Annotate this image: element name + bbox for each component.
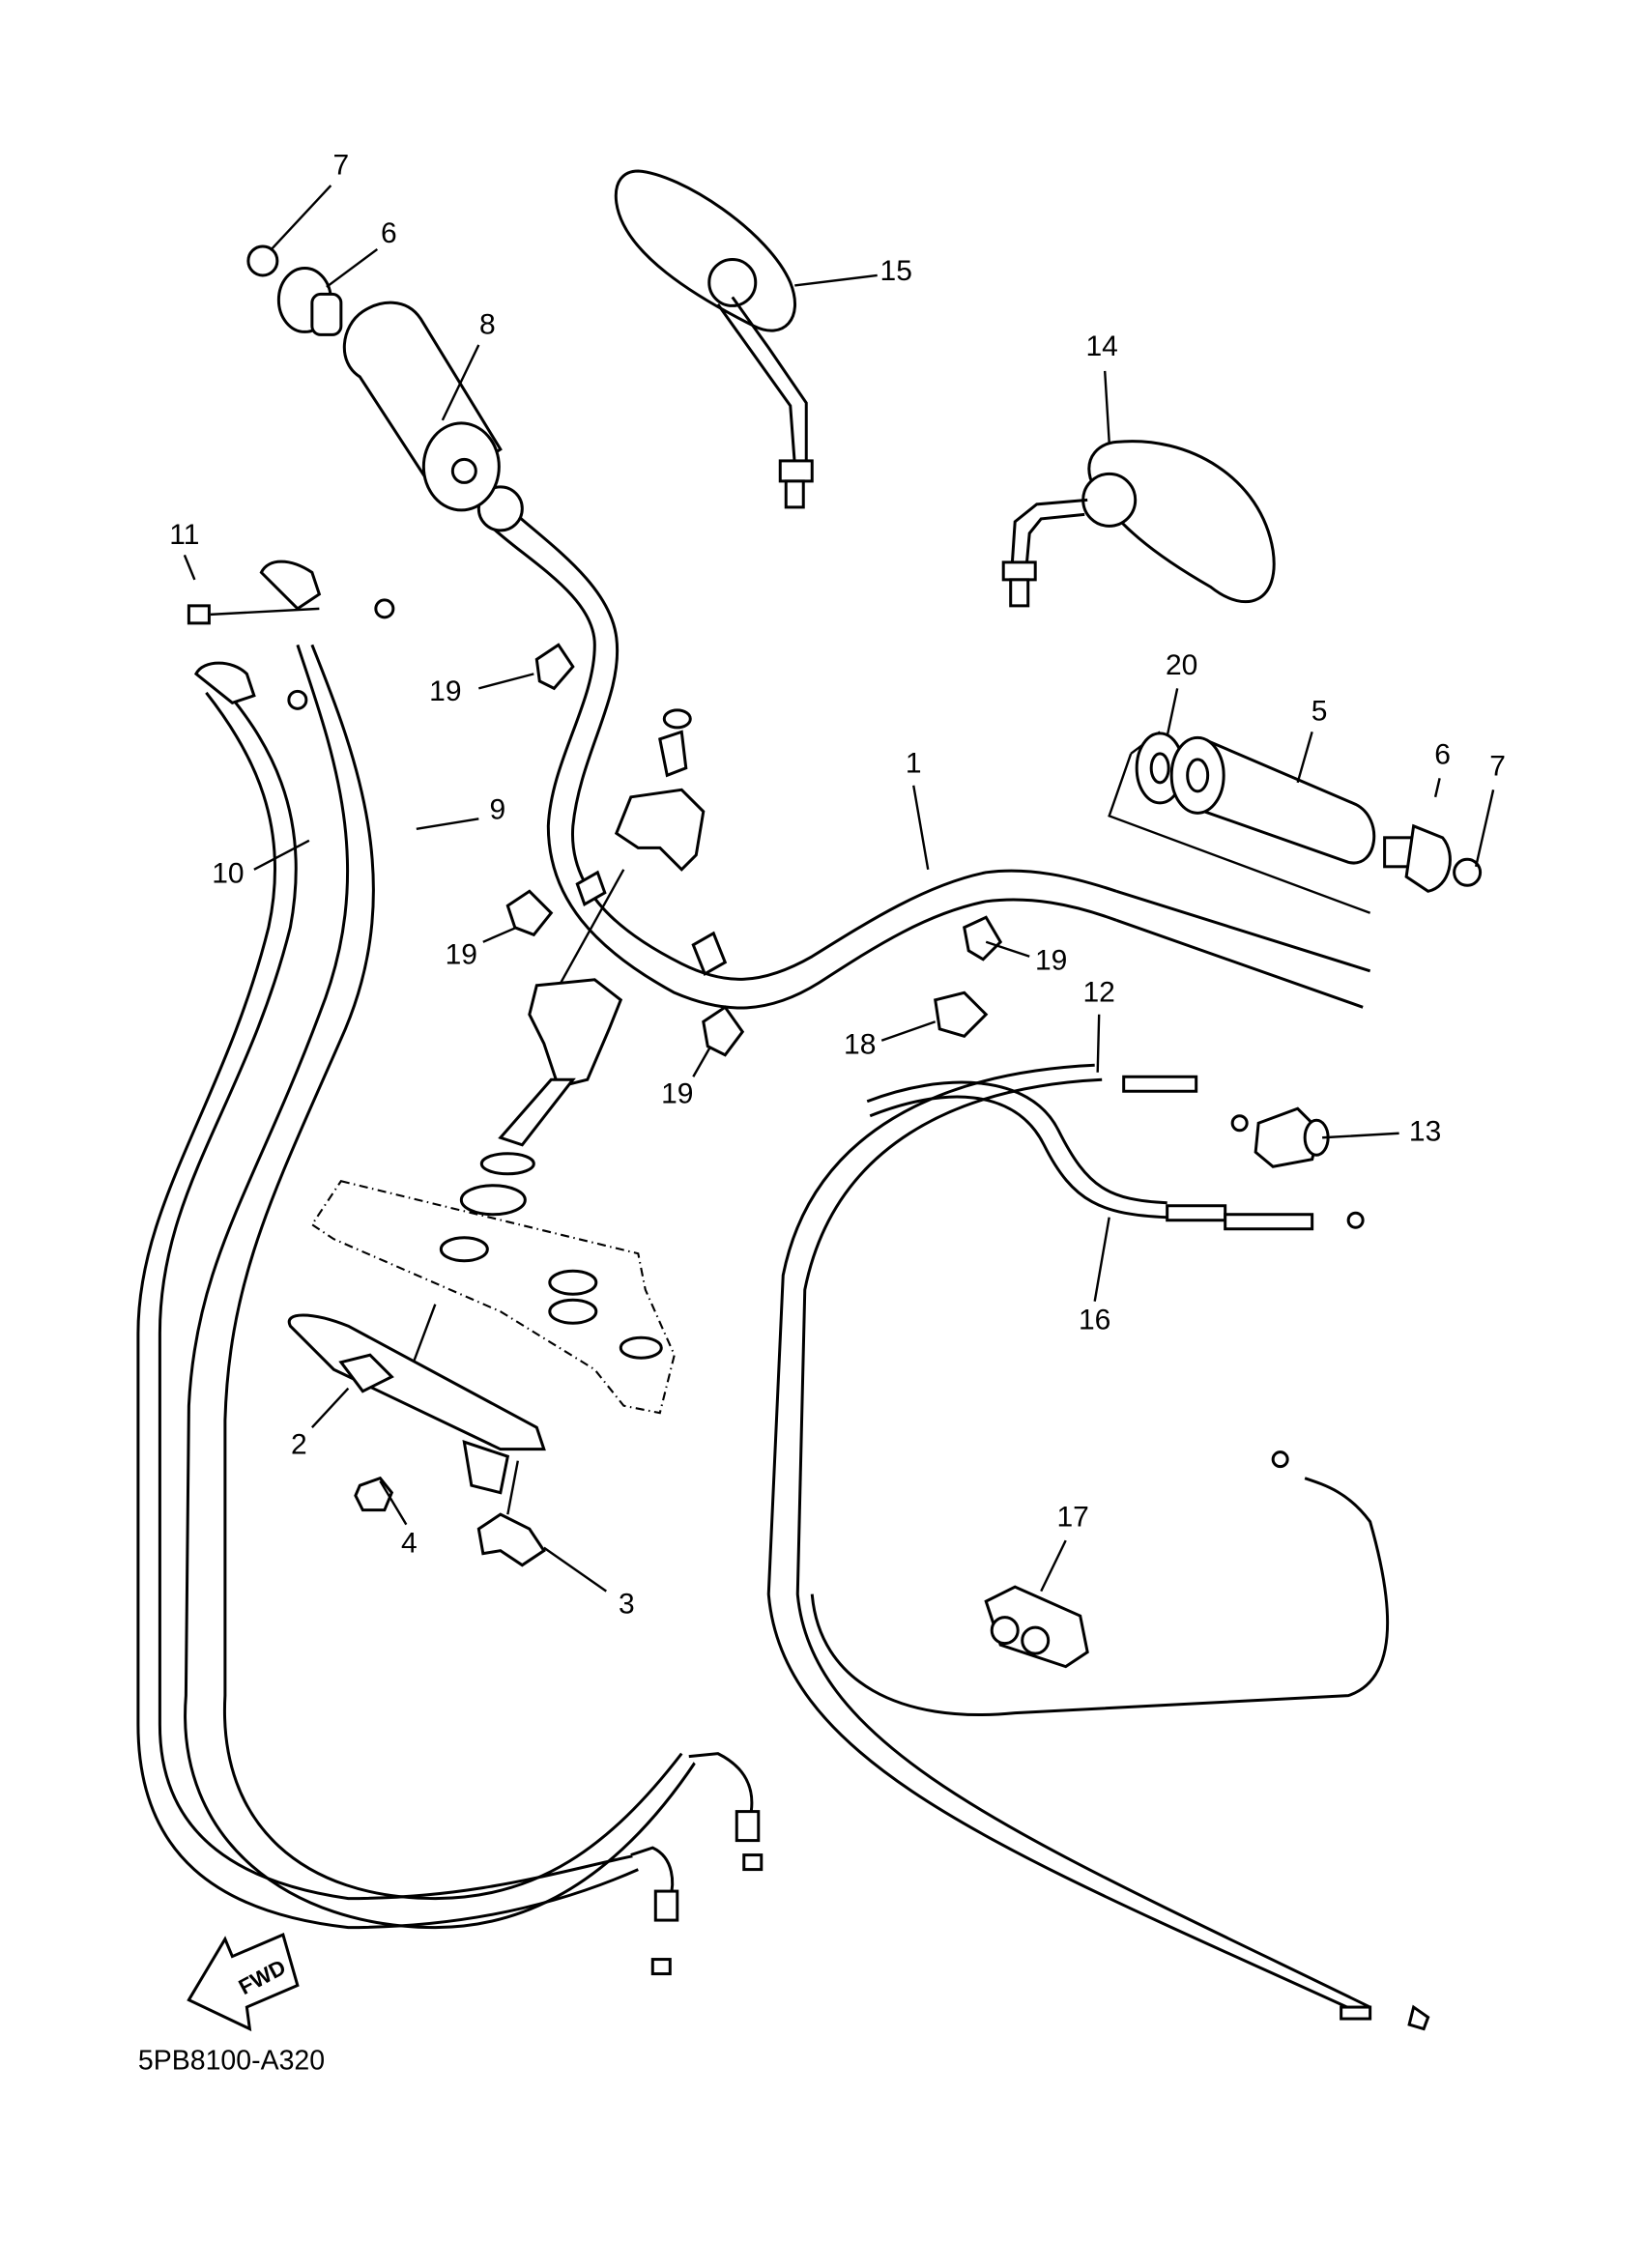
throttle-cables <box>136 560 764 1976</box>
callout-5: 5 <box>1312 696 1328 728</box>
callout-11: 11 <box>169 519 199 551</box>
clutch-cables <box>766 1063 1430 2031</box>
callout-19: 19 <box>661 1078 693 1110</box>
callout-19: 19 <box>429 675 461 707</box>
callout-15: 15 <box>880 255 912 287</box>
callout-2: 2 <box>291 1429 307 1461</box>
bar-end-left <box>246 244 343 336</box>
callout-6: 6 <box>1434 739 1451 771</box>
callout-8: 8 <box>479 308 496 340</box>
leader-lines <box>183 185 1495 1593</box>
callout-19: 19 <box>446 939 477 971</box>
diagram-code: 5PB8100-A320 <box>138 2046 325 2077</box>
fwd-arrow: FWD <box>187 1933 300 2032</box>
grip-left <box>342 301 503 512</box>
grip-right <box>1108 731 1483 914</box>
callout-10: 10 <box>212 858 244 890</box>
callout-17: 17 <box>1057 1502 1089 1534</box>
callout-18: 18 <box>844 1029 876 1061</box>
callout-7: 7 <box>333 149 350 181</box>
handlebar-holder <box>310 708 706 1415</box>
callout-4: 4 <box>401 1528 418 1560</box>
callout-20: 20 <box>1166 649 1197 681</box>
callout-7: 7 <box>1489 751 1506 783</box>
callout-13: 13 <box>1409 1116 1441 1148</box>
handlebar <box>476 485 1371 1010</box>
mirror-left <box>614 169 814 509</box>
mirror-right <box>1001 440 1276 608</box>
callouts: 7 6 8 15 14 11 19 20 5 6 7 1 9 10 19 19 … <box>169 149 1506 1620</box>
callout-19: 19 <box>1035 945 1067 977</box>
callout-16: 16 <box>1079 1305 1110 1336</box>
cable-bracket <box>287 1304 546 1567</box>
clamps <box>505 643 1089 1669</box>
callout-9: 9 <box>489 794 505 826</box>
callout-1: 1 <box>906 748 922 780</box>
callout-14: 14 <box>1086 330 1118 362</box>
callout-12: 12 <box>1083 977 1115 1009</box>
callout-3: 3 <box>619 1589 635 1621</box>
callout-6: 6 <box>381 217 397 249</box>
